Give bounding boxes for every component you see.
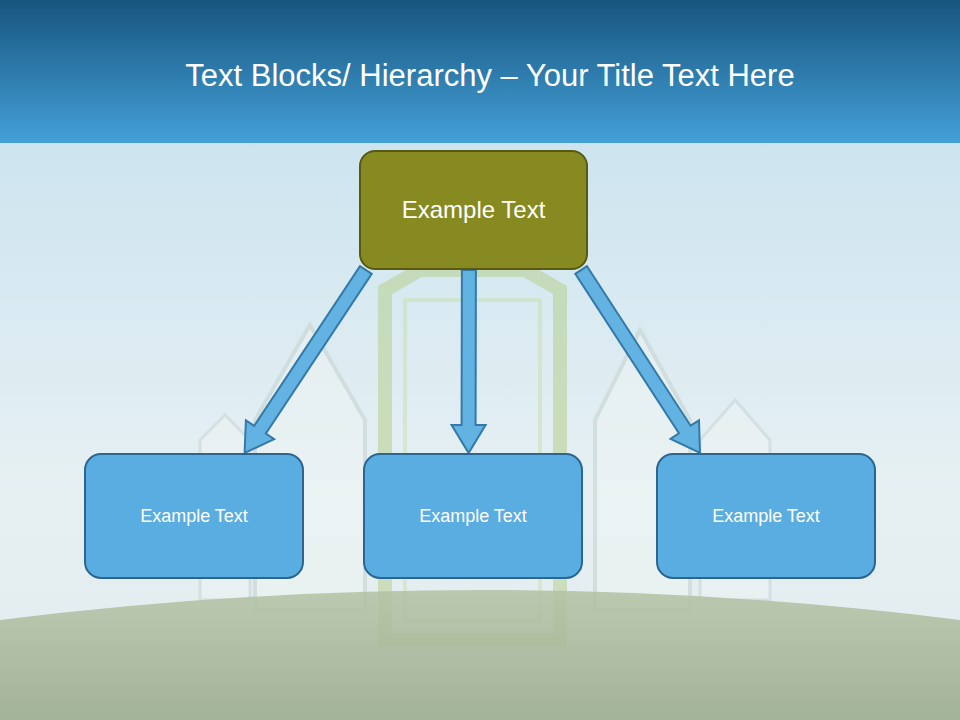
block-arrow (452, 270, 486, 453)
sky (0, 143, 960, 720)
top-box: Example Text (359, 150, 588, 270)
title-bar (0, 0, 960, 143)
box-text: Example Text (704, 502, 828, 531)
grass-hill (0, 590, 960, 720)
box-text: Example Text (411, 502, 535, 531)
child-box: Example Text (656, 453, 876, 579)
child-box: Example Text (363, 453, 583, 579)
slide-title: Text Blocks/ Hierarchy – Your Title Text… (40, 52, 940, 100)
block-arrow (575, 266, 700, 453)
box-text: Example Text (394, 192, 554, 228)
block-arrow (245, 266, 372, 453)
box-text: Example Text (132, 502, 256, 531)
child-box: Example Text (84, 453, 304, 579)
